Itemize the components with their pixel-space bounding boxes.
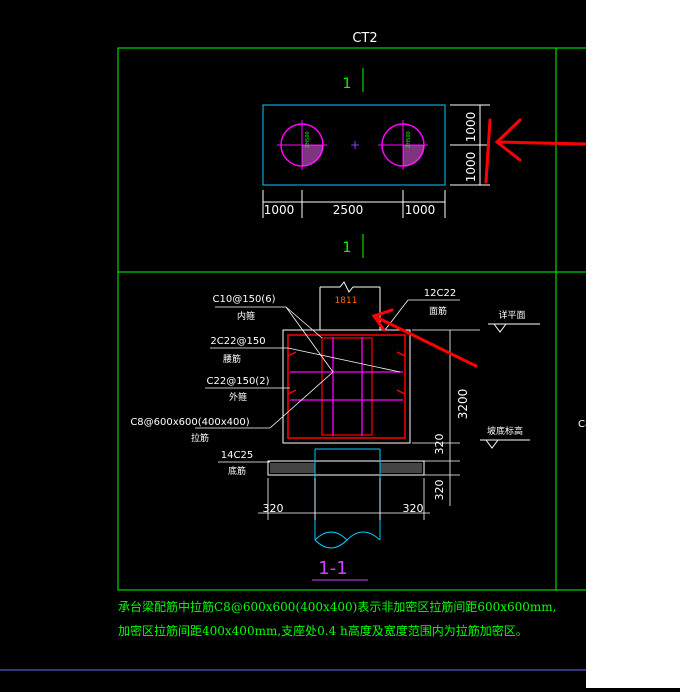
- dim-depth: 3200: [456, 389, 470, 420]
- footing-outline: [267, 460, 425, 476]
- label-c10-sub: 内箍: [237, 310, 255, 322]
- outer-stirrup: [287, 334, 406, 439]
- beam-outline: [282, 329, 411, 444]
- label-2c22: 2C22@150: [210, 336, 265, 347]
- label-c8: C8@600x600(400x400): [130, 417, 249, 428]
- dim-cover2: 320: [433, 480, 446, 501]
- label-2c22-sub: 腰筋: [223, 353, 241, 365]
- label-c10: C10@150(6): [213, 294, 276, 305]
- plan-dim-h3: 1000: [405, 203, 436, 217]
- pile-left: ZH500: [277, 120, 327, 170]
- label-c8-sub: 拉筋: [191, 432, 209, 444]
- pile-cap-outline: [262, 104, 446, 186]
- section-dim-vertical: [412, 329, 480, 506]
- pile-left-tag: ZH500: [305, 131, 311, 148]
- label-c22-sub: 外箍: [229, 391, 247, 403]
- markup-arrow-plan: [484, 118, 587, 184]
- plan-dim-h1: 1000: [264, 203, 295, 217]
- section-mark-top: 1: [343, 76, 352, 92]
- inner-stirrup: [321, 337, 373, 436]
- plan-dim-v2: 1000: [464, 152, 478, 183]
- label-finish: 详平面: [498, 309, 525, 321]
- label-14c25: 14C25: [221, 450, 253, 461]
- elevation-bottom: [480, 439, 530, 449]
- cad-drawing: CT2 1 1 ZH500 ZH500 + 1000 2500 1000 100…: [0, 31, 676, 671]
- label-14c25-sub: 底筋: [228, 465, 246, 477]
- pile-right: ZH500: [378, 120, 428, 170]
- label-bottom: 坡底标高: [487, 425, 523, 437]
- cushion-right: [380, 463, 422, 473]
- section-dim-horizontal: [258, 478, 430, 520]
- leader-lines: [195, 299, 460, 463]
- note-line-2: 加密区拉筋间距400x400mm,支座处0.4 h高度及宽度范围内为拉筋加密区。: [118, 624, 528, 638]
- plan-dim-vertical: [450, 104, 490, 186]
- pile-right-tag: ZH500: [406, 131, 412, 148]
- elevation-top: [488, 323, 540, 333]
- markup-arrow-section: [371, 308, 478, 368]
- blank-panel: [586, 0, 680, 688]
- label-cut-right: C8: [578, 419, 586, 430]
- drawing-title: CT2: [352, 31, 377, 46]
- label-12c22: 12C22: [424, 288, 456, 299]
- cushion-left: [270, 463, 315, 473]
- plan-dim-v1: 1000: [464, 112, 478, 143]
- label-12c22-sub: 面筋: [429, 305, 447, 317]
- plan-dim-horizontal: [262, 190, 446, 218]
- center-mark: +: [350, 138, 360, 152]
- dim-right: 320: [403, 502, 424, 515]
- label-c22: C22@150(2): [207, 376, 270, 387]
- dim-cover1: 320: [433, 434, 446, 455]
- section-mark-bottom: 1: [343, 240, 352, 256]
- pile-section: [314, 448, 381, 549]
- section-title: 1-1: [318, 558, 347, 579]
- tie-bars: [290, 337, 403, 436]
- plan-dim-h2: 2500: [333, 203, 364, 217]
- column-stub: [319, 281, 381, 330]
- sheet-frame: [117, 47, 557, 591]
- stirrup-hooks: [287, 351, 406, 395]
- dim-left: 320: [263, 502, 284, 515]
- note-line-1: 承台梁配筋中拉筋C8@600x600(400x400)表示非加密区拉筋间距600…: [118, 600, 557, 614]
- section-top-label: 1811: [335, 296, 358, 306]
